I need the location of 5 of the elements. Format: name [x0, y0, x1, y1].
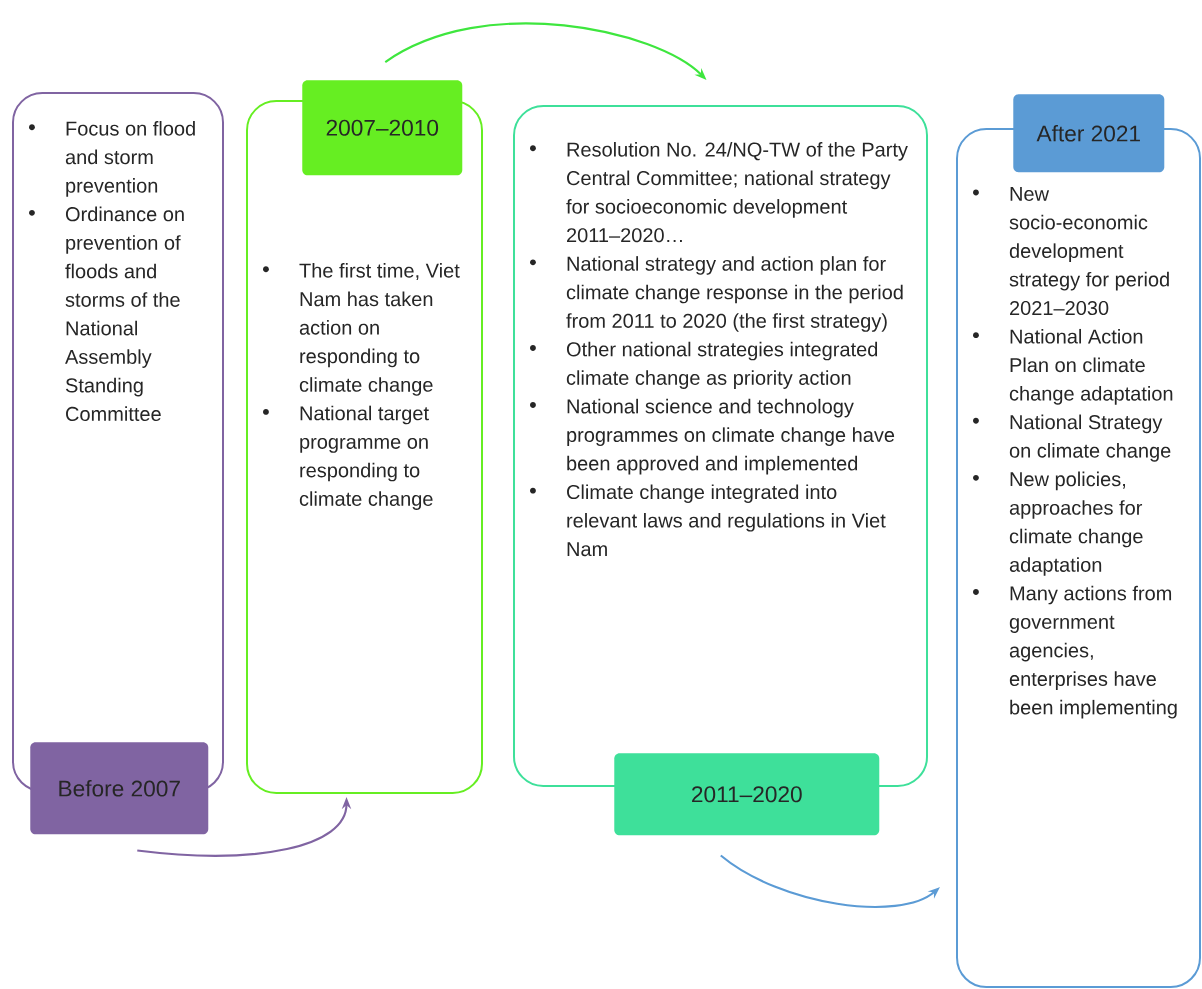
bullet-panel: Resolution No. 24/NQ-TW of the Party Central Committee; national strategy for socioeconomic development 2011–2020… National strategy and action plan for climate change response in the period from 2011 to 2020 (the first strategy) Other national strategies integrated climate change as priority action National science and technology programmes on climate change have been approved and implemented Climate change integrated into relevant laws and regulations in Viet Nam [513, 105, 928, 787]
period-tab: Before 2007 [30, 742, 209, 835]
period-tab: 2011–2020 [614, 753, 880, 836]
period-tab: 2007–2010 [302, 80, 463, 176]
period-tab: After 2021 [1013, 94, 1165, 173]
